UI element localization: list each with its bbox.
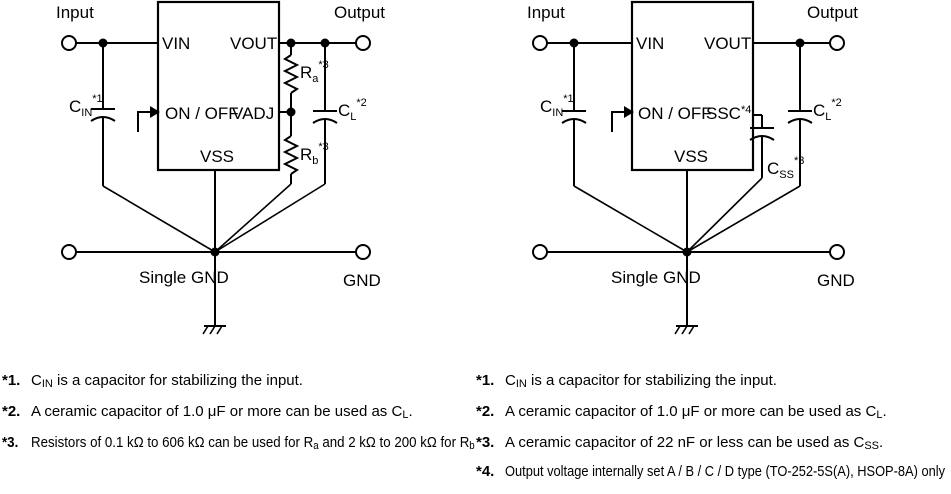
left-note-2: *2.A ceramic capacitor of 1.0 μF or more… [2, 403, 413, 421]
right-notes: *1.CIN is a capacitor for stabilizing th… [476, 372, 945, 480]
right-cl-label: CL*2 [813, 97, 842, 123]
right-earth-symbol [674, 318, 698, 335]
right-pin-vout: VOUT [704, 34, 751, 53]
left-gnd-terminal-right [355, 244, 371, 260]
right-note-2: *2.A ceramic capacitor of 1.0 μF or more… [476, 403, 887, 421]
left-pin-vin: VIN [162, 34, 190, 53]
left-pin-vout: VOUT [230, 34, 277, 53]
left-single-gnd-label: Single GND [139, 268, 229, 287]
left-cin-label: CIN*1 [69, 93, 103, 119]
right-note-1: *1.CIN is a capacitor for stabilizing th… [476, 372, 777, 390]
right-gnd-label: GND [817, 271, 855, 290]
right-note-3: *3.A ceramic capacitor of 22 nF or less … [476, 434, 883, 452]
left-pin-vadj: VADJ [232, 104, 274, 123]
left-pin-onoff: ON / OFF [165, 104, 239, 123]
right-gnd-terminal-right [829, 244, 845, 260]
right-note-4: *4.Output voltage internally set A / B /… [476, 463, 945, 480]
left-input-terminal [61, 35, 77, 51]
right-output-terminal [829, 35, 845, 51]
left-rb-label: Rb*3 [300, 141, 329, 167]
left-output-terminal [355, 35, 371, 51]
left-single-gnd-node [210, 247, 220, 257]
left-circuit: Input Output VIN VOUT ON / OFF VADJ VSS … [56, 0, 385, 335]
left-input-label: Input [56, 3, 94, 22]
right-single-gnd-label: Single GND [611, 268, 701, 287]
left-output-label: Output [334, 3, 385, 22]
left-note-1: *1.CIN is a capacitor for stabilizing th… [2, 372, 303, 390]
left-ic-box [156, 0, 281, 172]
left-gnd-label: GND [343, 271, 381, 290]
left-pin-vss: VSS [200, 147, 234, 166]
right-input-label: Input [527, 3, 565, 22]
left-notes: *1.CIN is a capacitor for stabilizing th… [2, 372, 475, 452]
left-rb-resistor [282, 135, 300, 175]
right-single-gnd-node [682, 247, 692, 257]
left-gnd-terminal-left [61, 244, 77, 260]
right-pin-vin: VIN [636, 34, 664, 53]
right-ic-box [630, 0, 755, 172]
right-pin-vss: VSS [674, 147, 708, 166]
right-css-label: CSS*3 [767, 155, 804, 181]
left-note-3: *3.Resistors of 0.1 kΩ to 606 kΩ can be … [2, 434, 475, 452]
right-pin-onoff: ON / OFF [638, 104, 712, 123]
right-circuit: Input Output VIN VOUT ON / OFF SSC*4 VSS… [527, 0, 858, 335]
left-ra-label: Ra*3 [300, 59, 329, 85]
left-earth-symbol [202, 318, 226, 335]
right-gnd-terminal-left [532, 244, 548, 260]
right-cin-label: CIN*1 [540, 93, 574, 119]
right-output-label: Output [807, 3, 858, 22]
right-pin-ssc: SSC*4 [706, 104, 751, 123]
left-cl-label: CL*2 [338, 97, 367, 123]
left-ra-resistor [282, 54, 300, 94]
right-input-terminal [532, 35, 548, 51]
